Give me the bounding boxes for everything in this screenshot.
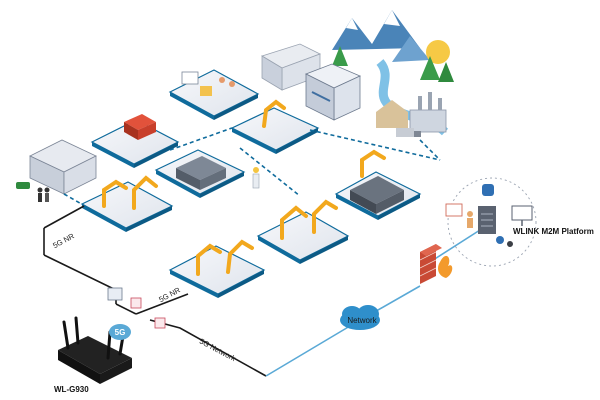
platform-meeting: [168, 69, 260, 120]
monitor-icon: [511, 205, 533, 226]
robot-arm-icon: [102, 179, 128, 208]
node-icon: [130, 297, 142, 309]
server-icon: [478, 206, 496, 234]
office-building-icon: [305, 63, 361, 121]
mountain-icon: [332, 10, 430, 62]
database-icon: [482, 184, 494, 196]
platform-robot-station: [230, 107, 320, 154]
platform-cnc: [334, 171, 422, 220]
robot-arm-icon: [312, 199, 338, 234]
link-label-5g-nr-left: 5G NR: [51, 231, 76, 250]
svg-text:Network: Network: [347, 316, 377, 325]
truck-icon: [396, 128, 421, 137]
robot-arm-icon: [280, 205, 308, 240]
factory-icon: [376, 92, 447, 137]
platform-conveyor: [154, 149, 246, 198]
node-icon: [154, 317, 166, 329]
tree-icon: [332, 46, 454, 82]
firewall-icon: [419, 244, 453, 284]
people-icon: [37, 187, 50, 202]
car-icon: [16, 182, 30, 189]
router-model-label: WL-G930: [54, 385, 89, 394]
platform-assembly-right: [256, 211, 350, 264]
worker-icon: [252, 167, 260, 189]
link-label-5g-network: 5G Network: [198, 337, 237, 364]
robot-arm-icon: [360, 149, 386, 178]
office-building-icon: [29, 139, 97, 195]
platform-cluster: WLINK M2M Platform: [445, 177, 594, 267]
meeting-icon: [181, 71, 235, 96]
sun-icon: [426, 40, 450, 64]
switch-icon: [107, 287, 123, 301]
platform-logistics: [90, 114, 180, 168]
robot-arm-icon: [262, 99, 286, 128]
dashed-links: [63, 127, 441, 227]
people-icon: [467, 211, 513, 247]
chart-card-icon: [445, 203, 463, 217]
conveyor-machine-icon: [176, 156, 226, 190]
truck-icon: [124, 114, 156, 140]
robot-arm-icon: [196, 243, 222, 276]
cloud-network-icon: Network: [340, 305, 380, 330]
conveyor-machine-icon: [350, 176, 404, 214]
svg-text:5G: 5G: [115, 328, 126, 337]
robot-arm-icon: [226, 239, 254, 274]
office-building-icon: [261, 43, 322, 91]
router-5g-badge: 5G: [109, 324, 131, 340]
robot-arm-icon: [132, 175, 158, 210]
platform-assembly-bottom: [168, 245, 266, 298]
svg-text:WLINK M2M Platform: WLINK M2M Platform: [513, 227, 594, 236]
